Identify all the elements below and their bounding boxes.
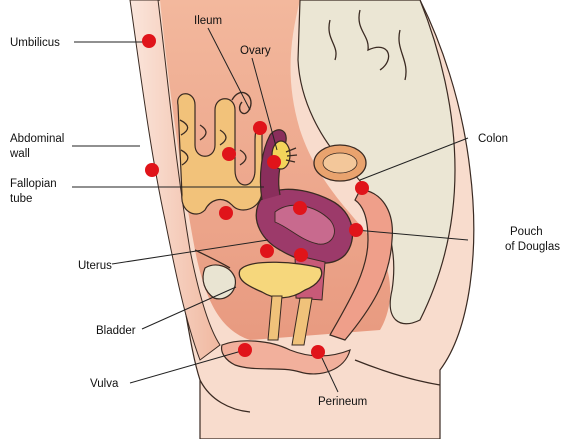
label-abdominal-wall-line2: wall (9, 148, 30, 160)
marker-uterus-right (294, 248, 308, 262)
label-perineum: Perineum (318, 396, 367, 408)
marker-pouch-douglas (349, 223, 363, 237)
label-pouch-line2: of Douglas (505, 241, 560, 253)
colon-lumen (323, 153, 357, 173)
label-abdominal-wall-line1: Abdominal (10, 133, 64, 145)
marker-intestine (222, 147, 236, 161)
label-fallopian-line1: Fallopian (10, 178, 57, 190)
marker-perineum (311, 345, 325, 359)
marker-colon (355, 181, 369, 195)
label-fallopian-line2: tube (10, 193, 32, 205)
label-pouch-line1: Pouch (510, 226, 543, 238)
marker-uterus-left (260, 244, 274, 258)
label-ovary: Ovary (240, 45, 271, 57)
marker-ileum (253, 121, 267, 135)
marker-uterus-top (293, 201, 307, 215)
label-umbilicus: Umbilicus (10, 37, 60, 49)
marker-fallopian (219, 206, 233, 220)
marker-abdominal-wall (145, 163, 159, 177)
label-colon: Colon (478, 133, 508, 145)
label-uterus: Uterus (78, 260, 112, 272)
label-bladder: Bladder (96, 325, 136, 337)
marker-umbilicus (142, 34, 156, 48)
label-ileum: Ileum (194, 15, 222, 27)
label-vulva: Vulva (90, 378, 119, 390)
marker-vulva (238, 343, 252, 357)
marker-ovary (267, 155, 281, 169)
